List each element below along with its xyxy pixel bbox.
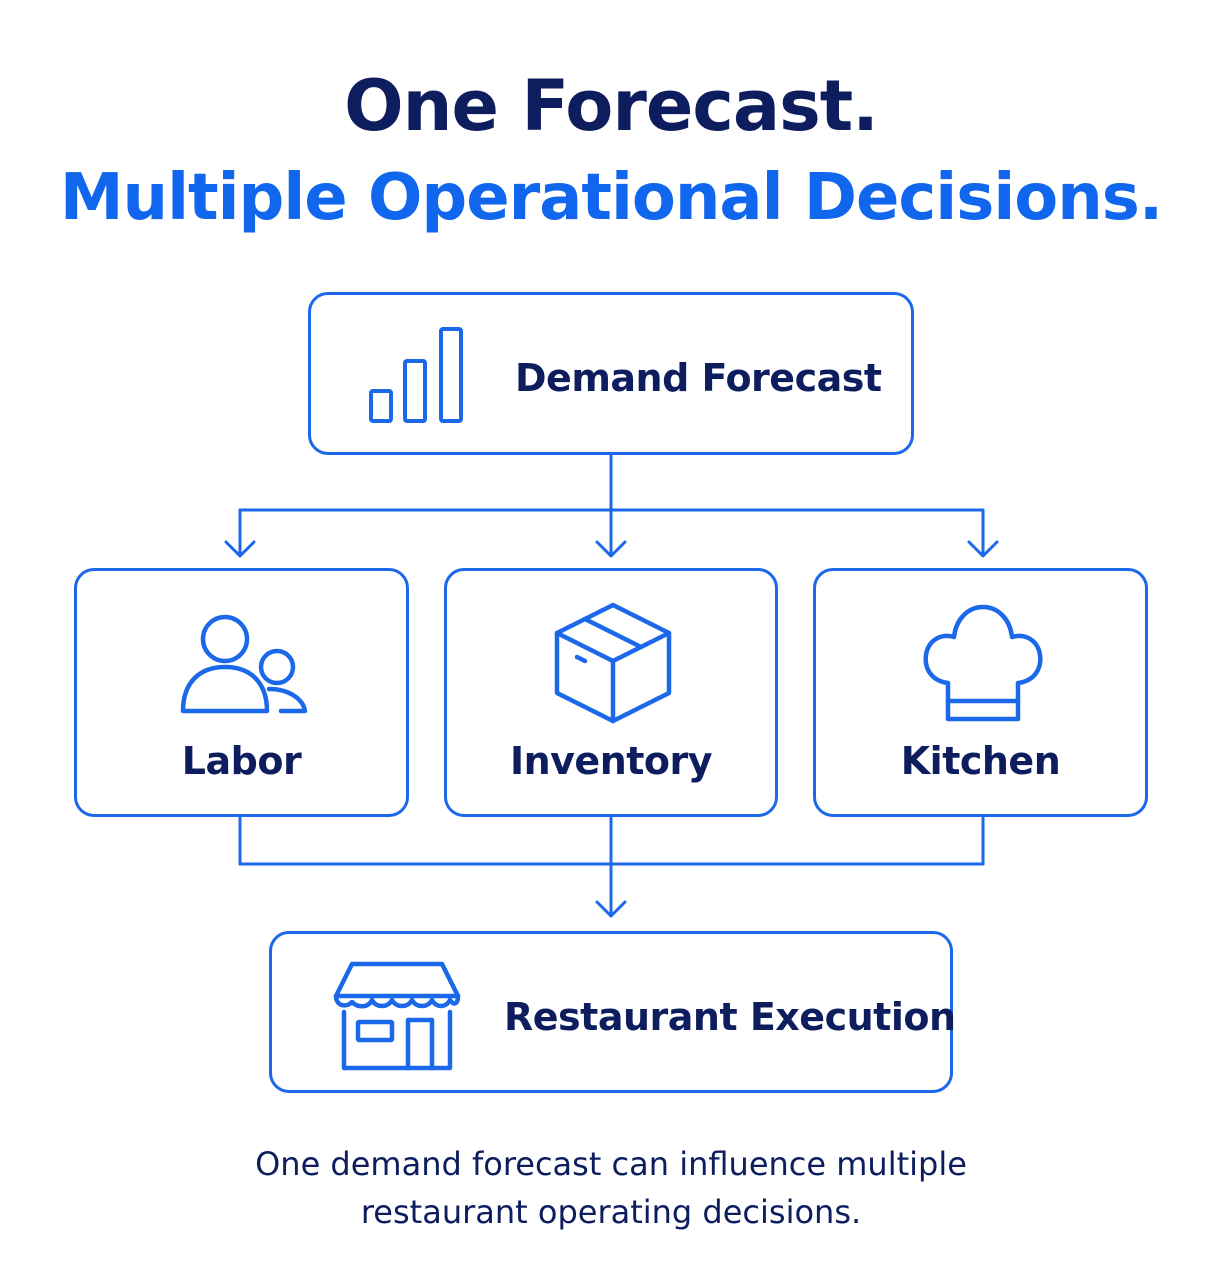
node-inventory: Inventory bbox=[444, 568, 778, 817]
storefront-icon bbox=[332, 960, 462, 1072]
chef-hat-icon bbox=[920, 601, 1046, 725]
node-label-labor: Labor bbox=[181, 739, 302, 783]
node-label-demand-forecast: Demand Forecast bbox=[515, 356, 882, 400]
node-labor: Labor bbox=[74, 568, 409, 817]
node-kitchen: Kitchen bbox=[813, 568, 1148, 817]
arrowhead-kitchen bbox=[967, 540, 999, 558]
node-demand-forecast: Demand Forecast bbox=[308, 292, 914, 455]
node-label-restaurant-execution: Restaurant Execution bbox=[504, 995, 956, 1039]
caption-line-1: One demand forecast can influence multip… bbox=[255, 1145, 967, 1183]
node-restaurant-execution: Restaurant Execution bbox=[269, 931, 956, 1093]
people-icon bbox=[177, 611, 313, 717]
title-line-1: One Forecast. bbox=[344, 65, 879, 147]
arrowhead-labor bbox=[224, 540, 256, 558]
node-label-kitchen: Kitchen bbox=[900, 739, 1061, 783]
node-label-inventory: Inventory bbox=[509, 739, 713, 783]
title-line-2: Multiple Operational Decisions. bbox=[59, 161, 1163, 235]
caption-line-2: restaurant operating decisions. bbox=[360, 1193, 862, 1231]
box-icon bbox=[551, 601, 675, 725]
bar-chart-icon bbox=[365, 325, 475, 431]
arrowhead-execution bbox=[595, 900, 627, 918]
arrowhead-inventory bbox=[595, 540, 627, 558]
